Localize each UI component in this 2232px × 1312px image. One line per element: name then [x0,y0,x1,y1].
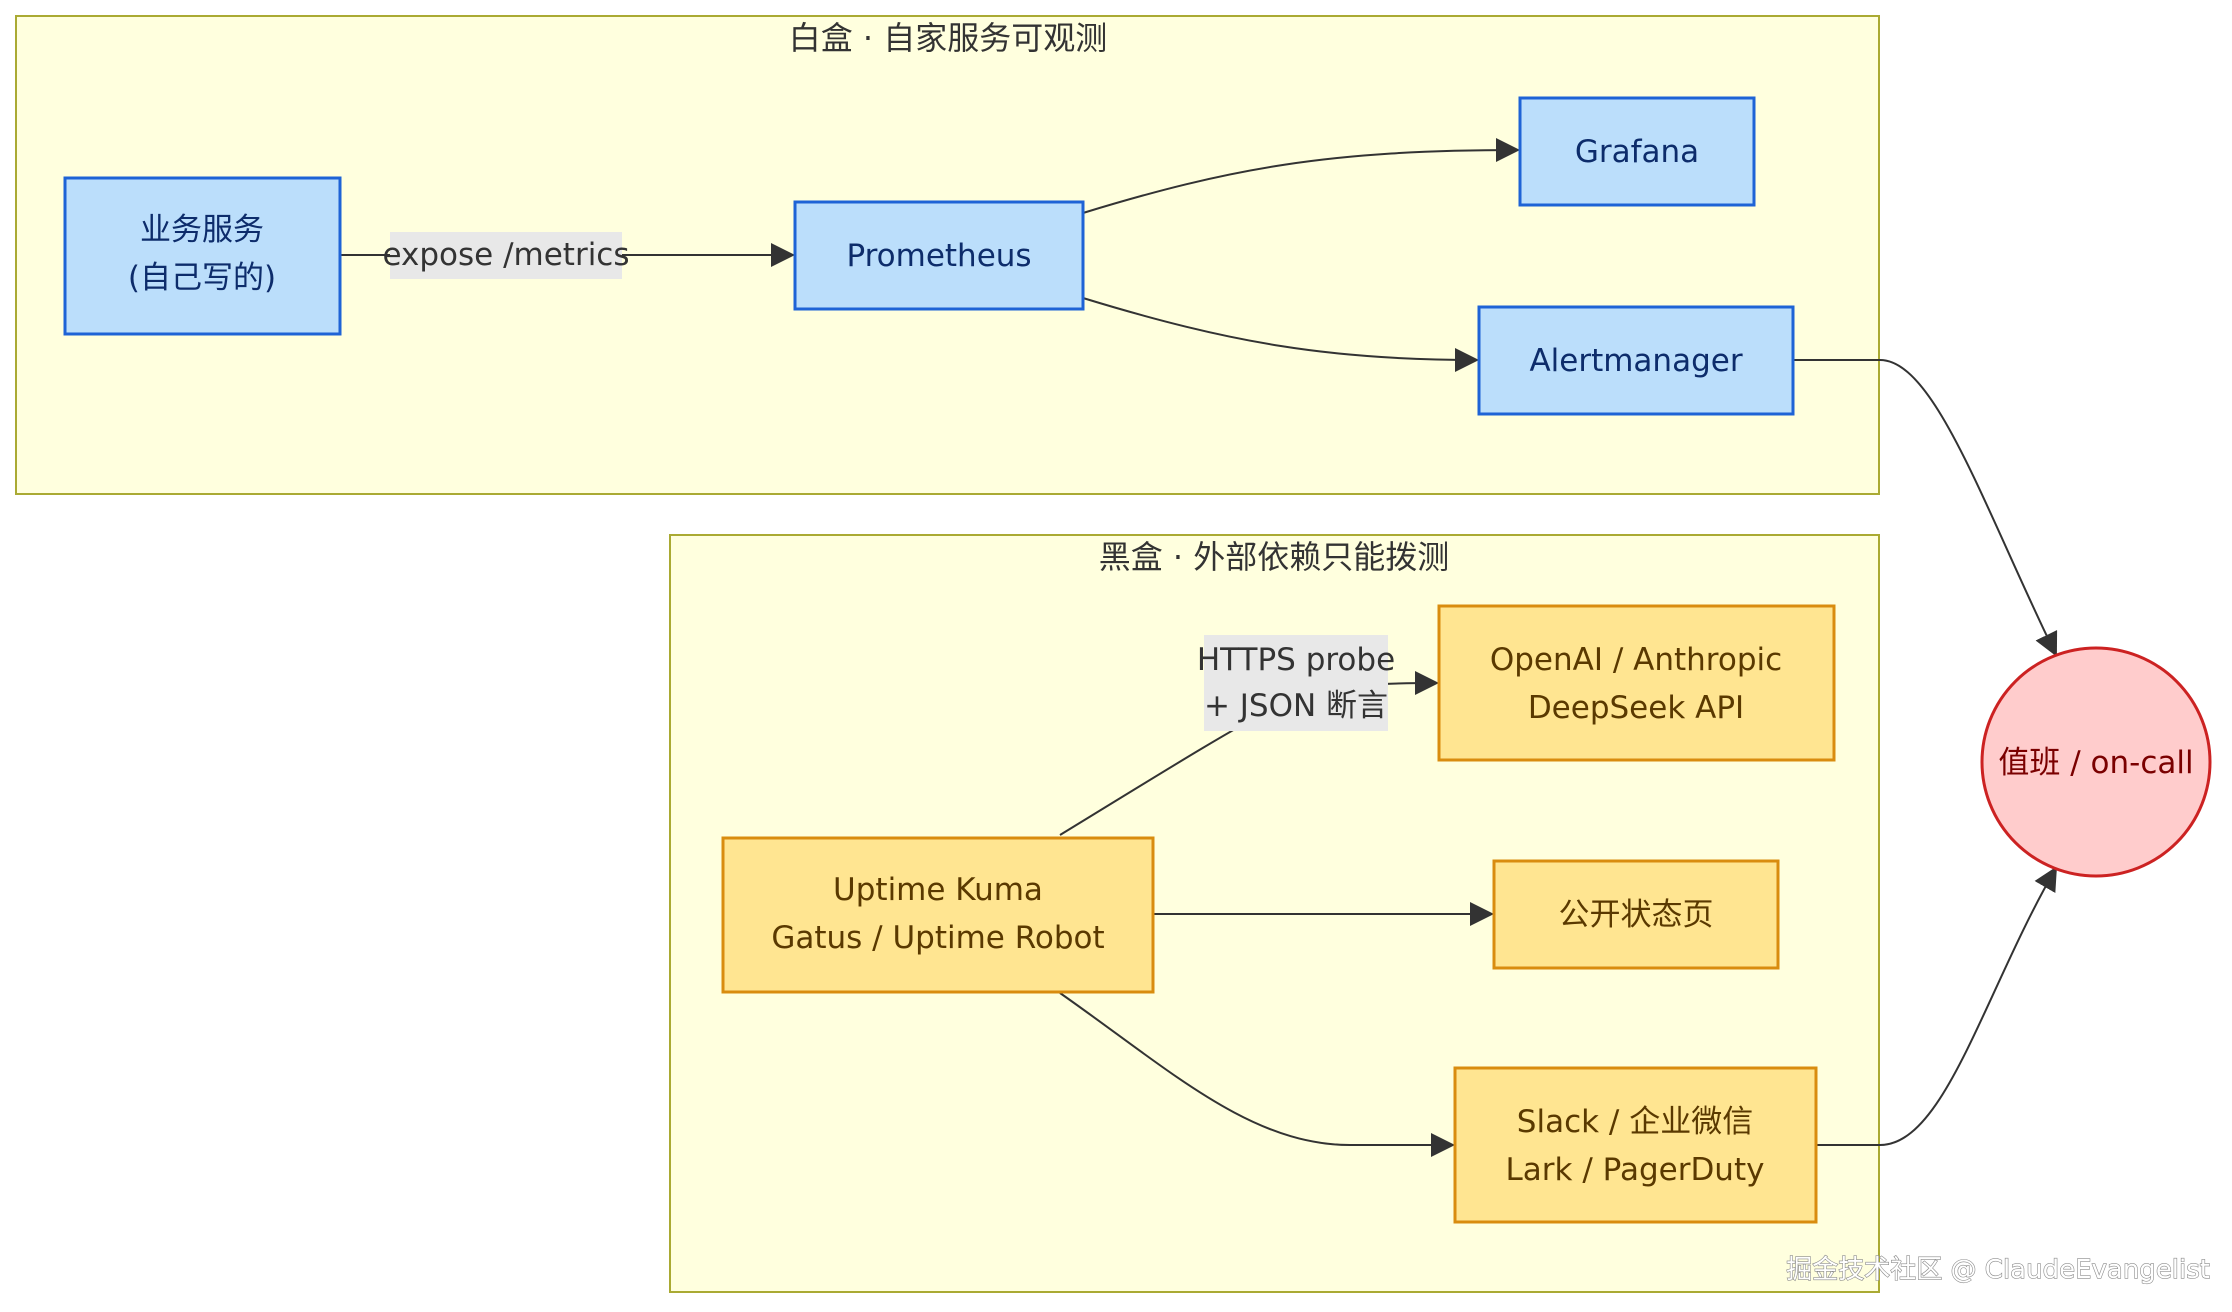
node-notify-line-2: Lark / PagerDuty [1506,1152,1765,1188]
node-status-page: 公开状态页 [1492,859,1780,970]
node-alertmanager: Alertmanager [1477,305,1795,416]
node-prometheus-label: Prometheus [846,238,1031,274]
node-status-page-label: 公开状态页 [1559,897,1714,933]
edge-label-expose-bg [390,232,622,279]
node-alertmanager-box [1477,305,1795,416]
edge-alertmanager-to-oncall [1793,359,2058,657]
node-llm-api-line-1: OpenAI / Anthropic [1490,642,1782,678]
node-uptime: Uptime Kuma Gatus / Uptime Robot [721,836,1155,994]
node-oncall: 值班 / on-call [1980,646,2212,878]
edge-label-probe-line-1: HTTPS probe [1197,642,1395,678]
node-oncall-label: 值班 / on-call [1998,745,2193,781]
node-uptime-line-2: Gatus / Uptime Robot [771,920,1104,956]
edge-prometheus-to-grafana [1082,138,1520,214]
edge-label-expose: expose /metrics [382,232,630,279]
watermark-text: 掘金技术社区 @ ClaudeEvangelist [1786,1255,2210,1285]
node-notify-line-1: Slack / 企业微信 [1517,1104,1753,1140]
node-prometheus-box [793,200,1085,311]
node-biz-service-line-1: 业务服务 [140,212,264,248]
edge-uptime-to-notify [1059,992,1455,1157]
edge-label-probe: HTTPS probe + JSON 断言 [1197,635,1395,731]
edge-prometheus-to-alertmanager [1082,297,1479,372]
edge-notify-to-oncall [1816,866,2058,1146]
node-uptime-line-1: Uptime Kuma [833,872,1043,908]
node-biz-service: 业务服务 (自己写的) [63,176,342,336]
node-llm-api-line-2: DeepSeek API [1528,690,1744,726]
edge-label-expose-text: expose /metrics [382,237,629,273]
node-alertmanager-label: Alertmanager [1529,343,1742,379]
node-llm-api: OpenAI / Anthropic DeepSeek API [1437,604,1836,762]
node-grafana-label: Grafana [1575,134,1699,170]
edge-label-probe-bg [1204,635,1388,731]
edge-label-probe-line-2: + JSON 断言 [1204,688,1388,724]
node-oncall-circle [1980,646,2212,878]
node-llm-api-box [1437,604,1836,762]
node-grafana: Grafana [1518,96,1756,207]
node-uptime-box [721,836,1155,994]
node-status-page-box [1492,859,1780,970]
node-prometheus: Prometheus [793,200,1085,311]
node-biz-service-line-2: (自己写的) [128,260,276,296]
group-blackbox-title: 黑盒 · 外部依赖只能拨测 [1099,538,1450,576]
node-biz-service-box [63,176,342,336]
group-whitebox-title: 白盒 · 自家服务可观测 [789,19,1108,57]
node-notify-box [1453,1066,1818,1224]
node-notify: Slack / 企业微信 Lark / PagerDuty [1453,1066,1818,1224]
node-grafana-box [1518,96,1756,207]
